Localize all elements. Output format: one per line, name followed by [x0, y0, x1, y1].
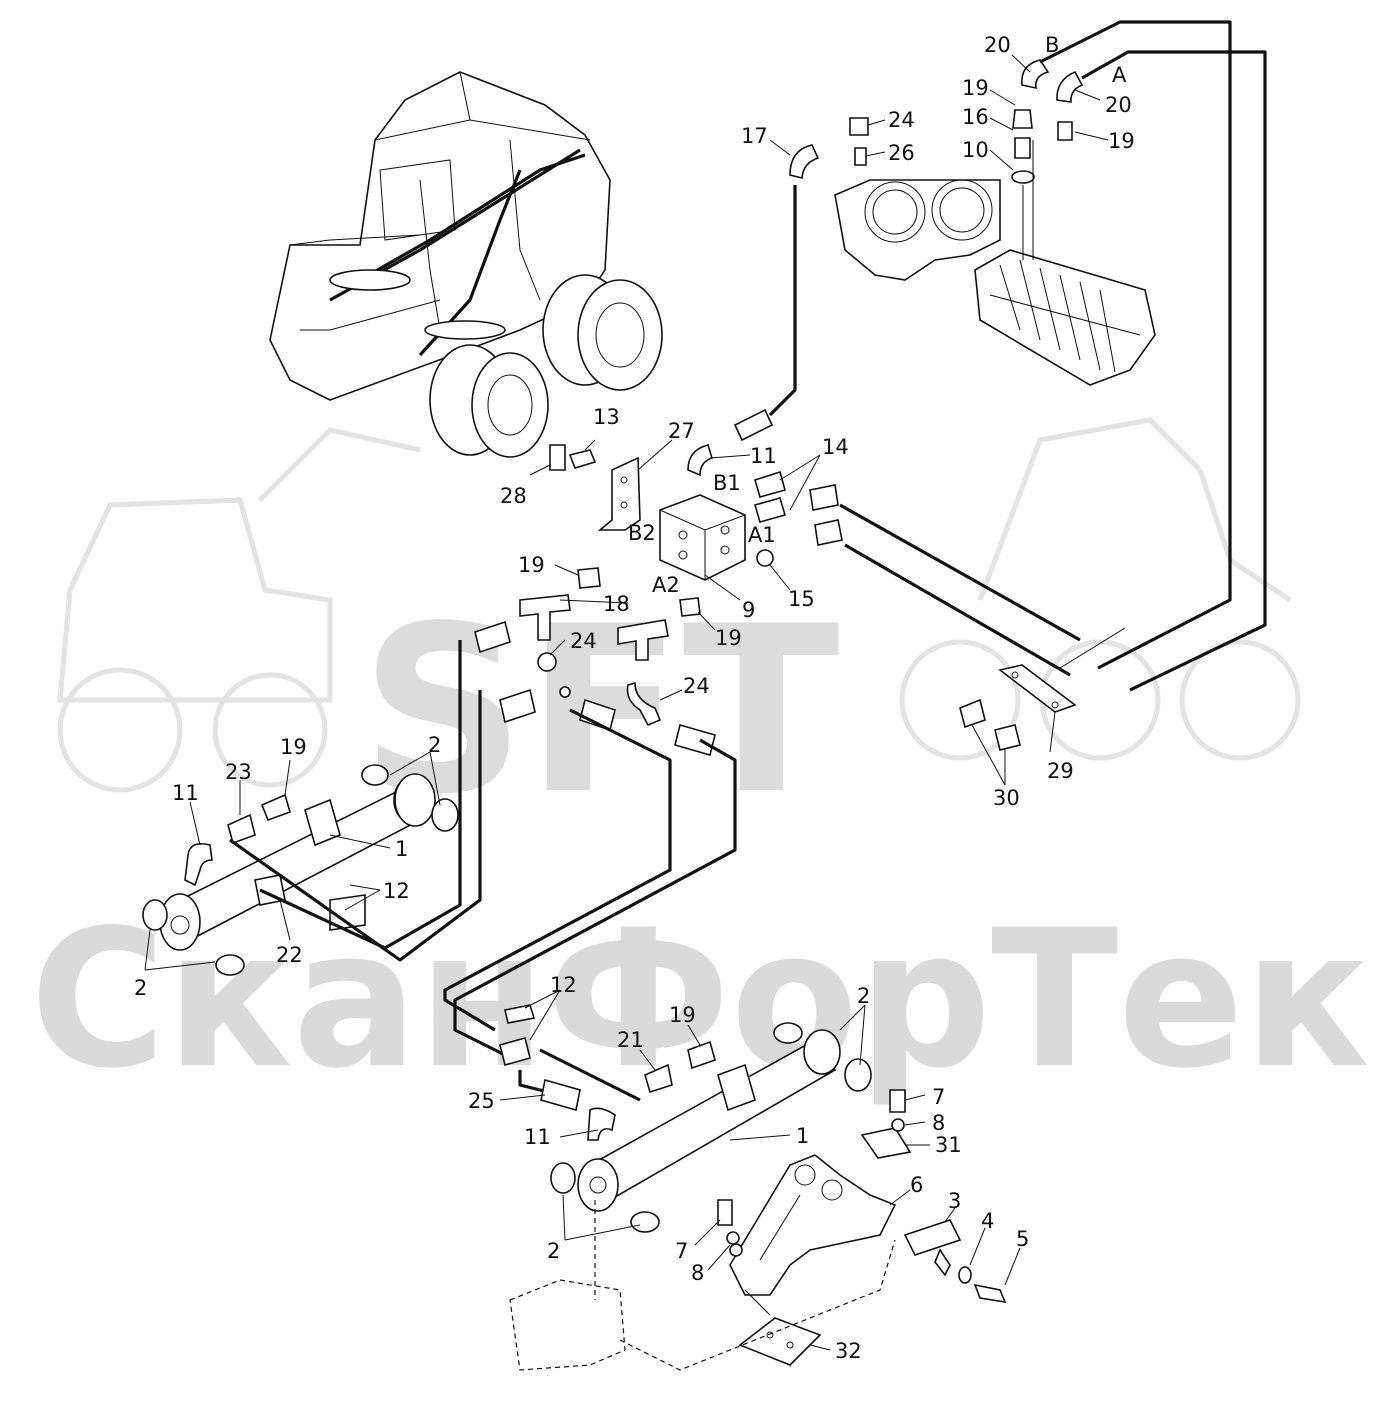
callout-8: 8 [932, 1111, 945, 1135]
callout-3: 3 [948, 1189, 961, 1213]
callout-6: 6 [910, 1173, 923, 1197]
distribution-block [549, 444, 843, 617]
callout-11: 11 [750, 444, 777, 468]
watermark-company: СканФорТек [30, 889, 1370, 1110]
callout-32: 32 [835, 1339, 862, 1363]
port-A: A [1112, 63, 1127, 87]
watermark: SFT СканФорТек [30, 417, 1370, 1110]
cylinder-lower [499, 1004, 872, 1233]
callout-14: 14 [822, 435, 849, 459]
callout-29: 29 [1047, 759, 1074, 783]
port-A2: A2 [652, 573, 680, 597]
port-B: B [1045, 33, 1059, 57]
tee-fittings [474, 594, 716, 756]
callout-20: 20 [984, 33, 1011, 57]
valve-assembly [834, 59, 1156, 386]
watermark-tractor-left [57, 427, 421, 793]
callout-labels: 20 20 19 19 16 10 17 24 26 13 27 28 11 1… [134, 33, 1135, 1363]
callout-17: 17 [741, 124, 768, 148]
hydraulic-hoses-right [839, 20, 1267, 692]
callout-28: 28 [500, 484, 527, 508]
callout-30: 30 [993, 786, 1020, 810]
callout-23: 23 [225, 760, 252, 784]
callout-25: 25 [468, 1089, 495, 1113]
callout-26: 26 [888, 141, 915, 165]
callout-18: 18 [603, 592, 630, 616]
port-labels: B A B1 B2 A1 A2 [628, 33, 1127, 597]
callout-24: 24 [888, 108, 915, 132]
machine-overview [269, 71, 663, 458]
port-B1: B1 [713, 471, 741, 495]
callout-19: 19 [280, 735, 307, 759]
callout-11: 11 [524, 1125, 551, 1149]
callout-2: 2 [134, 976, 147, 1000]
callout-24: 24 [683, 674, 710, 698]
callout-22: 22 [276, 943, 303, 967]
leader-lines [144, 54, 1109, 1351]
callout-7: 7 [675, 1239, 688, 1263]
mount-bracket [509, 1089, 1007, 1371]
callout-2: 2 [547, 1239, 560, 1263]
callout-2: 2 [857, 984, 870, 1008]
callout-2: 2 [428, 733, 441, 757]
callout-19: 19 [669, 1003, 696, 1027]
port-B2: B2 [628, 521, 656, 545]
callout-19: 19 [518, 553, 545, 577]
callout-13: 13 [593, 405, 620, 429]
callout-12: 12 [550, 973, 577, 997]
callout-19: 19 [1108, 129, 1135, 153]
callout-15: 15 [788, 587, 815, 611]
callout-19: 19 [962, 76, 989, 100]
callout-20: 20 [1105, 93, 1132, 117]
callout-27: 27 [668, 419, 695, 443]
callout-31: 31 [935, 1133, 962, 1157]
callout-7: 7 [932, 1085, 945, 1109]
callout-1: 1 [796, 1124, 809, 1148]
callout-4: 4 [981, 1209, 994, 1233]
callout-8: 8 [691, 1261, 704, 1285]
callout-19: 19 [715, 626, 742, 650]
callout-9: 9 [742, 598, 755, 622]
callout-24: 24 [570, 629, 597, 653]
callout-12: 12 [383, 879, 410, 903]
callout-1: 1 [395, 837, 408, 861]
callout-16: 16 [962, 105, 989, 129]
callout-10: 10 [962, 138, 989, 162]
hose-17 [733, 144, 820, 442]
callout-5: 5 [1016, 1227, 1029, 1251]
callout-11: 11 [172, 781, 199, 805]
plate-29 [959, 664, 1077, 751]
callout-21: 21 [617, 1028, 644, 1052]
port-A1: A1 [748, 523, 776, 547]
